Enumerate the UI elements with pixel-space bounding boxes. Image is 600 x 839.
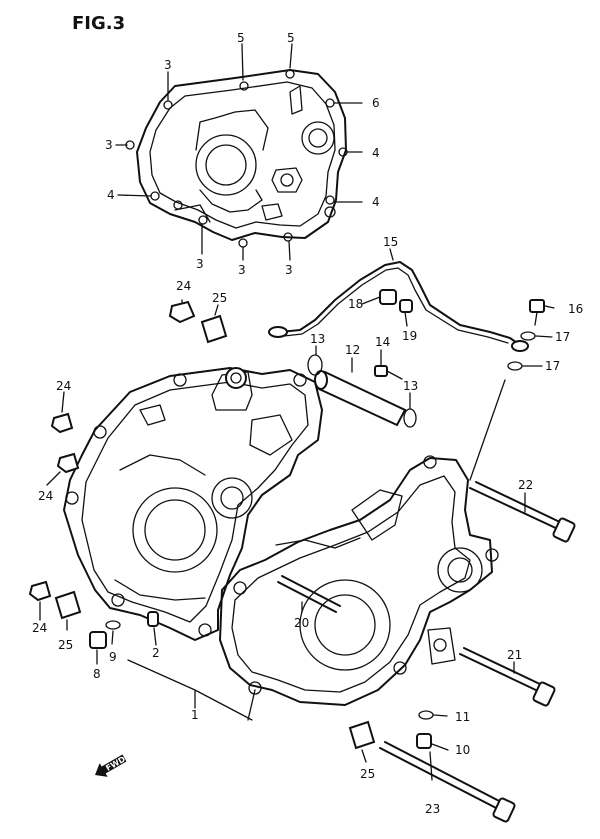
- callout-8: 8: [93, 667, 101, 681]
- callout-20: 20: [294, 616, 309, 630]
- callout-3: 3: [196, 257, 204, 271]
- callout-25: 25: [360, 767, 375, 781]
- callout-18: 18: [348, 297, 363, 311]
- long-bolt-23: [379, 741, 516, 823]
- crankcase-right-half: [219, 455, 499, 706]
- callout-15: 15: [383, 235, 398, 249]
- callout-6: 6: [372, 96, 380, 110]
- callout-14: 14: [375, 335, 390, 349]
- dowel-pins-25: [54, 314, 376, 750]
- callout-24: 24: [176, 279, 191, 293]
- callout-10: 10: [455, 743, 470, 757]
- washer-17: [507, 331, 536, 371]
- stud-bolt-20: [277, 575, 341, 613]
- figure-title: FIG.3: [72, 13, 125, 34]
- fwd-arrow-icon: FWD: [95, 754, 127, 777]
- bolt-16: [529, 299, 545, 326]
- callout-17: 17: [555, 330, 570, 344]
- callout-13: 13: [403, 379, 418, 393]
- callout-16: 16: [568, 302, 583, 316]
- callout-3: 3: [164, 58, 172, 72]
- callout-17: 17: [545, 359, 560, 373]
- leader-lines: [39, 43, 555, 781]
- callout-21: 21: [507, 648, 522, 662]
- crankcase-gasket: [125, 69, 348, 248]
- long-bolt-22: [469, 481, 576, 543]
- callout-24: 24: [56, 379, 71, 393]
- callout-2: 2: [152, 646, 160, 660]
- callout-25: 25: [58, 638, 73, 652]
- crankcase-left-half: [63, 367, 323, 641]
- union-bolt-18-19: [379, 289, 413, 313]
- nuts-24: [28, 300, 196, 602]
- callout-3: 3: [105, 138, 113, 152]
- callout-1: 1: [191, 708, 199, 722]
- callout-4: 4: [372, 146, 380, 160]
- callout-24: 24: [38, 489, 53, 503]
- callout-25: 25: [212, 291, 227, 305]
- callout-3: 3: [285, 263, 293, 277]
- callout-4: 4: [372, 195, 380, 209]
- callout-12: 12: [345, 343, 360, 357]
- callout-22: 22: [518, 478, 533, 492]
- callout-19: 19: [402, 329, 417, 343]
- plug-10-washer-11: [416, 710, 434, 749]
- callout-3: 3: [238, 263, 246, 277]
- callout-13: 13: [310, 332, 325, 346]
- bolt-14: [374, 365, 403, 380]
- callout-24: 24: [32, 621, 47, 635]
- callout-11: 11: [455, 710, 470, 724]
- callout-23: 23: [425, 802, 440, 816]
- callout-9: 9: [109, 650, 117, 664]
- callout-4: 4: [107, 188, 115, 202]
- pin-2: [147, 611, 159, 627]
- plug-8-gasket-9: [89, 620, 121, 649]
- callouts: 3 3 4 5 5 6 4 4 3 3 3 15 24 25 18 19 16 …: [32, 31, 583, 816]
- callout-5: 5: [287, 31, 295, 45]
- oil-pipe: [268, 261, 529, 352]
- long-bolt-21: [459, 647, 556, 707]
- callout-5: 5: [237, 31, 245, 45]
- dowel-pipe-12: [314, 370, 407, 427]
- fwd-label: FWD: [104, 754, 127, 772]
